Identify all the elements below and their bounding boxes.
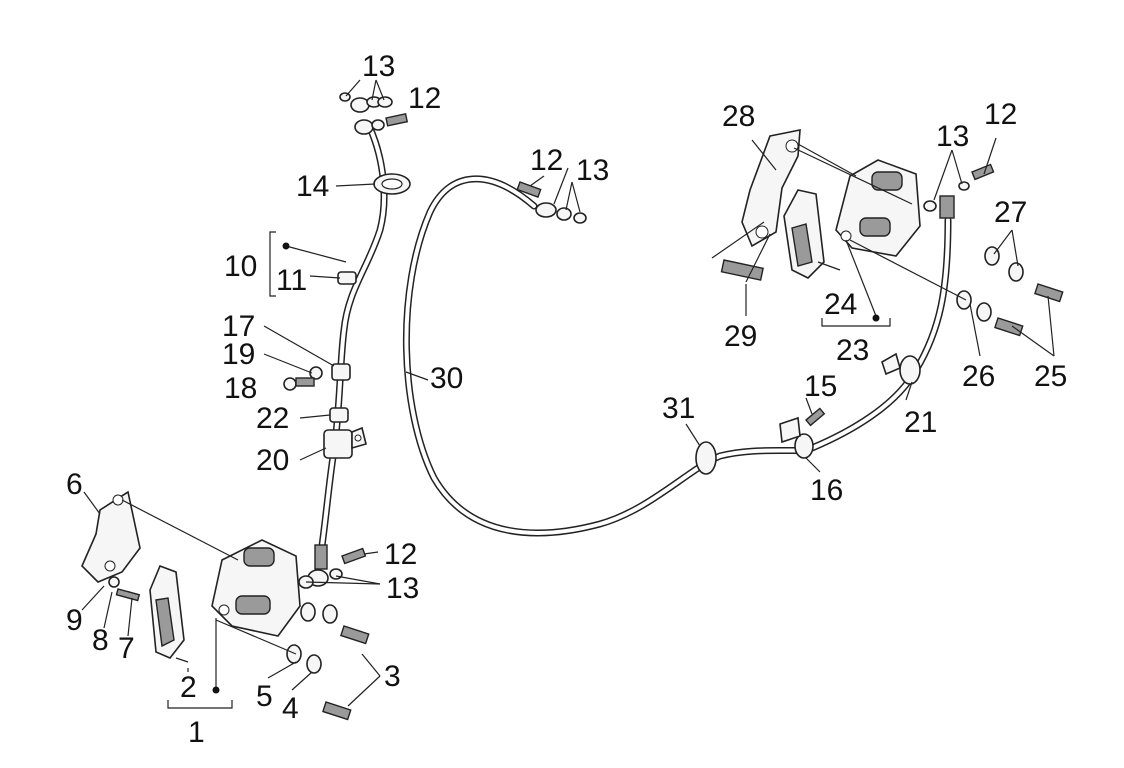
callout-12-c: 12 (984, 98, 1017, 131)
brake-pads-left (149, 564, 185, 659)
hose-end-fitting-top (516, 181, 587, 224)
callout-22: 22 (256, 402, 289, 435)
callout-3: 3 (384, 660, 401, 693)
caliper-body-right (835, 159, 921, 257)
hose-fitting-17 (283, 363, 351, 391)
caliper-washers-right (720, 246, 1064, 337)
callout-13-d: 13 (386, 572, 419, 605)
callout-15: 15 (804, 370, 837, 403)
callout-5: 5 (256, 680, 273, 713)
front-brake-hose (316, 124, 388, 564)
callout-1: 1 (188, 716, 205, 749)
callout-24: 24 (824, 288, 857, 321)
callout-2: 2 (180, 671, 197, 704)
caliper-bracket-28 (741, 129, 801, 248)
rear-brake-hose-30 (402, 175, 952, 537)
reference-dot-1 (212, 686, 220, 694)
banjo-fitting-top (339, 92, 409, 135)
callout-31: 31 (662, 392, 695, 425)
callout-19: 19 (222, 338, 255, 371)
cable-tie-31 (695, 441, 717, 475)
callout-12-d: 12 (384, 538, 417, 571)
callout-9: 9 (66, 604, 83, 637)
reference-dot-23 (872, 314, 880, 322)
callout-8: 8 (92, 624, 109, 657)
callout-12-a: 12 (408, 82, 441, 115)
reference-dot-10 (282, 242, 290, 250)
hose-clip-16 (779, 407, 826, 459)
callout-16: 16 (810, 474, 843, 507)
callout-30: 30 (430, 362, 463, 395)
hose-sleeve-22 (329, 407, 349, 423)
callout-6: 6 (66, 468, 83, 501)
callout-17: 17 (222, 310, 255, 343)
hose-guide-20 (323, 426, 367, 459)
callout-27: 27 (994, 196, 1027, 229)
callout-23: 23 (836, 334, 869, 367)
leader-lines (81, 79, 1055, 709)
callout-29: 29 (724, 320, 757, 353)
callout-21: 21 (904, 406, 937, 439)
callout-numbers: 1 2 3 4 5 6 7 8 9 10 11 12 12 12 12 13 1… (66, 50, 1067, 749)
callout-14: 14 (296, 170, 329, 203)
hose-clamp-14 (373, 173, 411, 195)
brake-pads-right (783, 189, 825, 279)
callout-20: 20 (256, 444, 289, 477)
callout-10: 10 (224, 250, 257, 283)
hose-sleeve-11 (337, 271, 357, 285)
callout-25: 25 (1034, 360, 1067, 393)
caliper-body-left (211, 539, 301, 637)
callout-26: 26 (962, 360, 995, 393)
callout-11: 11 (276, 264, 307, 297)
callout-13-c: 13 (936, 120, 969, 153)
callout-4: 4 (282, 692, 299, 725)
callout-18: 18 (224, 372, 257, 405)
caliper-bracket-6 (81, 490, 141, 583)
caliper-washers-left (108, 576, 370, 721)
callout-13-a: 13 (362, 50, 395, 83)
callout-12-b: 12 (530, 144, 563, 177)
callout-13-b: 13 (576, 154, 609, 187)
hose-clip-21 (881, 352, 921, 385)
callout-28: 28 (722, 100, 755, 133)
callout-7: 7 (118, 632, 135, 665)
hose-end-fitting-right (923, 163, 995, 219)
